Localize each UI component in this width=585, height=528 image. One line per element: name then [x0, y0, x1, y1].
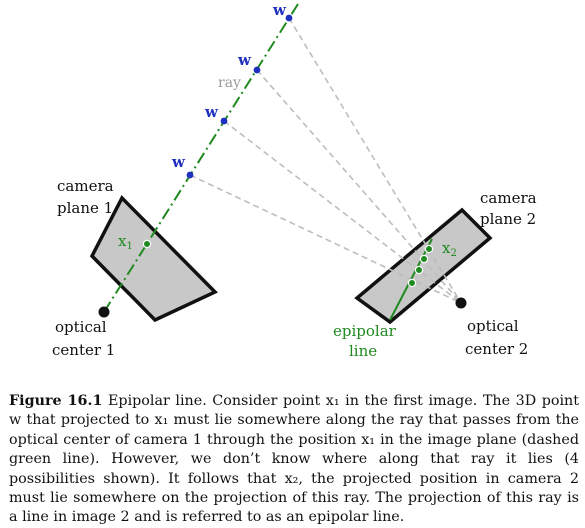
- projection-line: [189, 174, 462, 304]
- w-label: w: [204, 103, 219, 121]
- x2-label-subscript: 2: [450, 248, 456, 259]
- camera-plane-1-label-line1: camera: [57, 177, 114, 195]
- x1-point: [142, 239, 152, 249]
- x2-point: [419, 254, 429, 264]
- camera-plane-2-label-line2: plane 2: [480, 210, 536, 228]
- optical-center-1-label-line2: center 1: [52, 341, 115, 359]
- projection-line: [288, 17, 462, 304]
- x1-label-letter: x: [118, 232, 127, 250]
- optical-center-1-point: [98, 306, 110, 318]
- figure-caption: Figure 16.1 Epipolar line. Consider poin…: [9, 392, 579, 528]
- caption-text: Epipolar line. Consider point x₁ in the …: [9, 393, 579, 526]
- projection-line: [256, 69, 462, 304]
- w-point: [253, 66, 261, 74]
- w-point: [186, 171, 194, 179]
- w-label: w: [171, 153, 186, 171]
- x2-point: [424, 244, 434, 254]
- w-point: [220, 117, 228, 125]
- x1-label-subscript: 1: [126, 241, 132, 252]
- camera-plane-2: [354, 207, 493, 325]
- epipolar-line-label-line1: epipolar: [333, 322, 397, 340]
- x1-label: x1: [118, 232, 133, 252]
- epipolar-diagram: w w w w ray camera plane 1 camera plane …: [52, 1, 537, 360]
- optical-center-2-point: [455, 297, 467, 309]
- camera-plane-1-label-line2: plane 1: [57, 199, 113, 217]
- ray-line: [103, 3, 299, 313]
- camera-plane-2-label-line1: camera: [480, 189, 537, 207]
- x2-label-letter: x: [442, 239, 451, 257]
- optical-center-2-label-line2: center 2: [465, 340, 528, 358]
- optical-center-2-label-line1: optical: [467, 317, 519, 335]
- w-label: w: [272, 1, 287, 19]
- x2-label: x2: [442, 239, 457, 259]
- camera-plane-1: [89, 195, 218, 323]
- w-label: w: [237, 51, 252, 69]
- w-point: [285, 14, 293, 22]
- ray-label: ray: [218, 75, 241, 91]
- x2-point: [414, 265, 424, 275]
- epipolar-line-label-line2: line: [349, 342, 377, 360]
- projection-line: [223, 120, 462, 304]
- optical-center-1-label-line1: optical: [55, 318, 107, 336]
- x2-point: [407, 278, 417, 288]
- projection-lines: [189, 17, 462, 304]
- figure-label: Figure 16.1: [9, 393, 103, 409]
